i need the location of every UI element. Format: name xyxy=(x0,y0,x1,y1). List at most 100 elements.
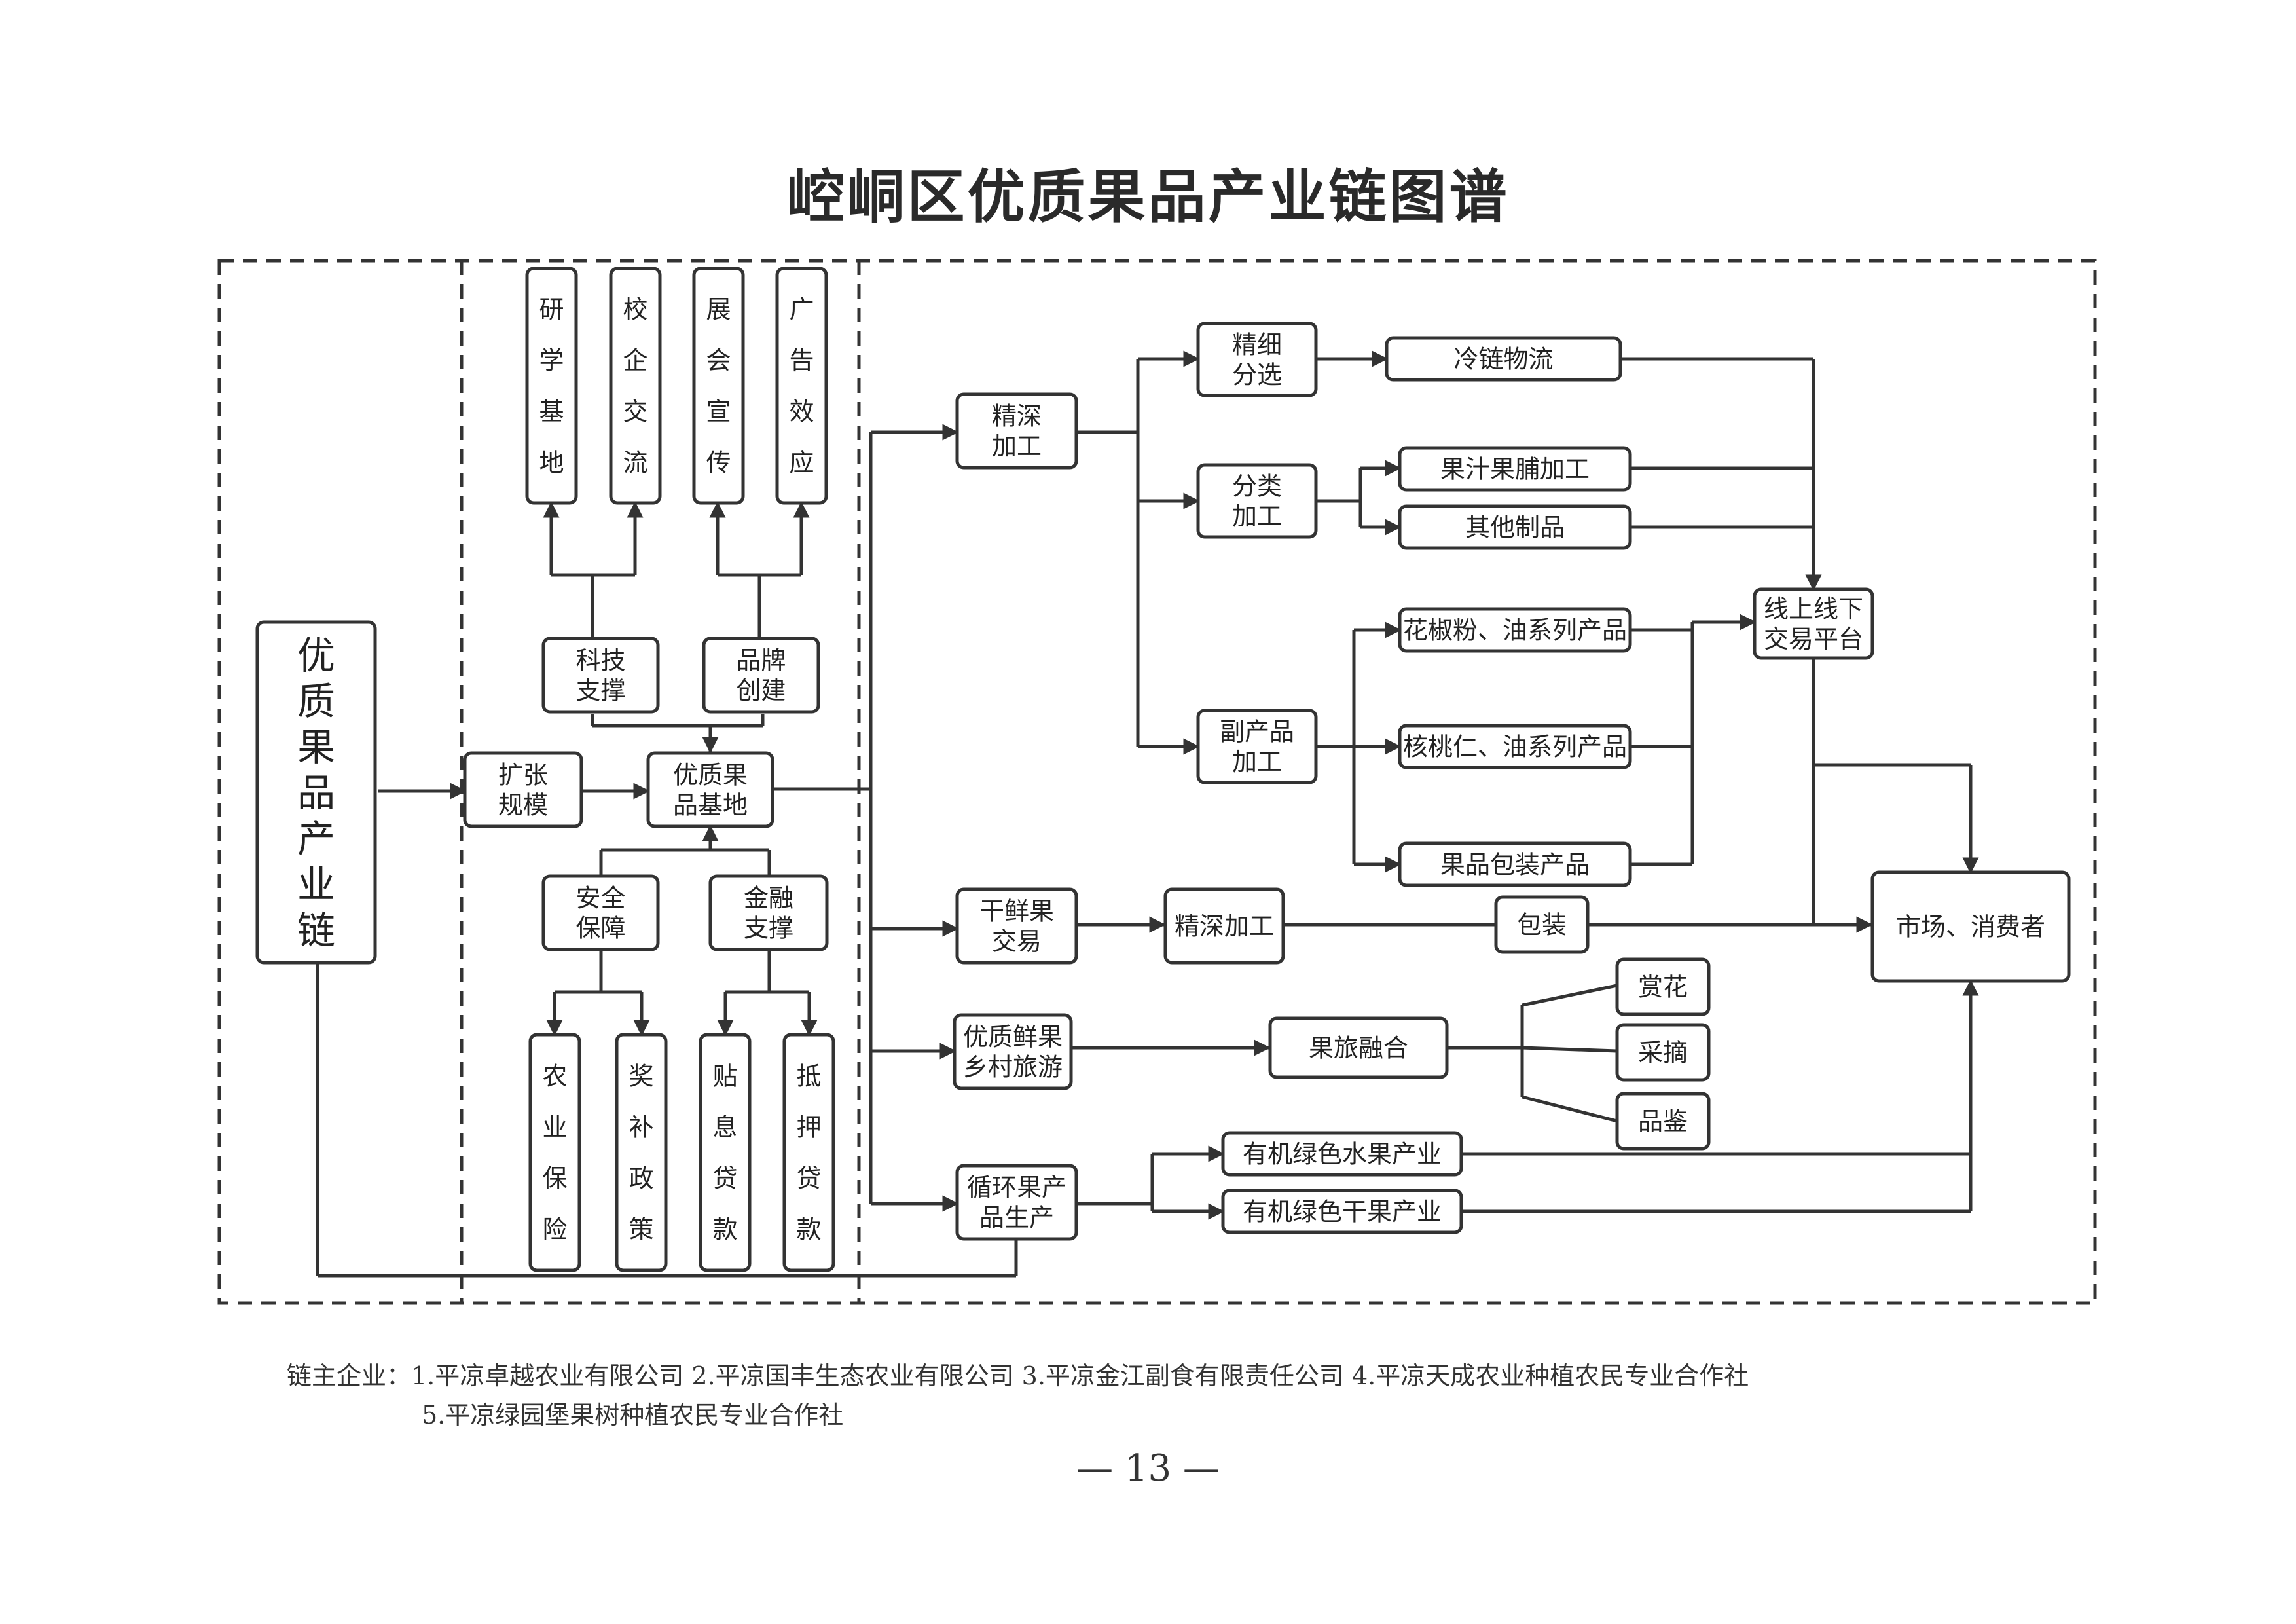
node-box xyxy=(525,267,578,505)
node-box xyxy=(1196,463,1318,539)
node-label: 冷链物流 xyxy=(1453,345,1553,374)
node-label: 核桃仁、油系列产品 xyxy=(1403,733,1627,762)
node-label: 线上线下交易平台 xyxy=(1764,595,1863,654)
node-label: 干鲜果交易 xyxy=(979,897,1054,956)
node-box xyxy=(541,637,660,714)
node-fine-sorting: 精细分选 xyxy=(1196,322,1318,397)
node-box xyxy=(953,1013,1073,1090)
node-label: 副产品加工 xyxy=(1220,718,1294,777)
node-school-enterprise: 校企交流 xyxy=(609,267,662,505)
node-label: 优质鲜果乡村旅游 xyxy=(963,1023,1063,1082)
node-fresh-trade: 干鲜果交易 xyxy=(955,887,1078,965)
node-label: 科技支撑 xyxy=(575,646,625,705)
node-label: 品牌创建 xyxy=(736,646,786,705)
node-quality-base: 优质果品基地 xyxy=(646,751,774,828)
edges xyxy=(316,350,1979,1278)
node-label: 有机绿色干果产业 xyxy=(1243,1198,1442,1227)
node-other-products: 其他制品 xyxy=(1398,504,1632,550)
node-organic-fresh: 有机绿色水果产业 xyxy=(1221,1131,1463,1177)
node-label: 抵押贷款 xyxy=(796,1062,821,1244)
node-box xyxy=(463,751,583,828)
node-box xyxy=(646,751,774,828)
node-exhibition: 展会宣传 xyxy=(692,267,745,505)
node-box xyxy=(1385,336,1622,382)
node-pepper-oil: 花椒粉、油系列产品 xyxy=(1398,607,1632,653)
node-label: 市场、消费者 xyxy=(1896,913,2045,942)
node-box xyxy=(615,1033,668,1272)
edge-to-picking xyxy=(1522,1046,1618,1053)
node-box xyxy=(1753,587,1874,660)
node-box xyxy=(1870,870,2071,983)
node-label: 果汁果脯加工 xyxy=(1440,455,1590,484)
node-label: 展会宣传 xyxy=(706,295,731,477)
node-label: 有机绿色水果产业 xyxy=(1243,1140,1442,1169)
node-root: 优质果品产业链 xyxy=(255,620,377,965)
edge-to-tasting xyxy=(1522,1095,1618,1123)
node-label: 安全保障 xyxy=(575,884,625,943)
node-label: 校企交流 xyxy=(623,295,647,477)
node-byproduct-processing: 副产品加工 xyxy=(1196,709,1318,784)
node-box xyxy=(775,267,828,505)
node-label: 优质果品基地 xyxy=(673,761,748,820)
node-box xyxy=(255,620,377,965)
node-label: 精细分选 xyxy=(1232,331,1282,390)
node-label: 精深加工 xyxy=(1175,912,1274,941)
region-frames xyxy=(217,259,2097,1305)
node-walnut-oil: 核桃仁、油系列产品 xyxy=(1398,724,1632,769)
node-expand-scale: 扩张规模 xyxy=(463,751,583,828)
node-label: 分类加工 xyxy=(1232,472,1282,531)
page-number: — 13 — xyxy=(1076,1447,1220,1490)
edge-to-flower xyxy=(1522,984,1618,1007)
node-online-offline: 线上线下交易平台 xyxy=(1753,587,1874,660)
node-label: 包装 xyxy=(1517,911,1567,940)
node-box xyxy=(955,887,1078,965)
node-finance-support: 金融支撑 xyxy=(708,874,829,951)
node-label: 奖补政策 xyxy=(629,1062,653,1244)
node-label: 农业保险 xyxy=(542,1062,567,1244)
node-box xyxy=(1196,709,1318,784)
node-box xyxy=(1615,1023,1711,1082)
node-rural-tourism: 优质鲜果乡村旅游 xyxy=(953,1013,1073,1090)
node-box xyxy=(609,267,662,505)
outer-dashed-frame xyxy=(217,259,2097,1305)
node-label: 循环果产品生产 xyxy=(967,1173,1066,1232)
node-tech-support: 科技支撑 xyxy=(541,637,660,714)
node-box xyxy=(702,637,820,714)
node-safety-guarantee: 安全保障 xyxy=(541,874,660,951)
node-label: 果旅融合 xyxy=(1309,1034,1408,1063)
node-research-base: 研学基地 xyxy=(525,267,578,505)
node-box xyxy=(1615,1092,1711,1151)
node-box xyxy=(541,874,660,951)
node-label: 扩张规模 xyxy=(498,761,548,820)
node-label: 花椒粉、油系列产品 xyxy=(1403,616,1627,645)
node-label: 赏花 xyxy=(1638,973,1688,1002)
node-juice-processing: 果汁果脯加工 xyxy=(1398,446,1632,492)
node-box xyxy=(1494,895,1590,954)
node-label: 贴息贷款 xyxy=(712,1062,737,1244)
node-box xyxy=(1163,887,1285,965)
node-box xyxy=(1196,322,1318,397)
node-agri-insurance: 农业保险 xyxy=(528,1033,581,1272)
node-cold-chain: 冷链物流 xyxy=(1385,336,1622,382)
node-fruit-packaging: 果品包装产品 xyxy=(1398,841,1632,887)
node-box xyxy=(1615,957,1711,1016)
node-tasting: 品鉴 xyxy=(1615,1092,1711,1151)
node-box xyxy=(1398,841,1632,887)
node-label: 其他制品 xyxy=(1465,513,1565,542)
node-market: 市场、消费者 xyxy=(1870,870,2071,983)
node-interest-loan: 贴息贷款 xyxy=(699,1033,752,1272)
node-picking: 采摘 xyxy=(1615,1023,1711,1082)
node-subsidy-policy: 奖补政策 xyxy=(615,1033,668,1272)
node-box xyxy=(692,267,745,505)
node-label: 广告效应 xyxy=(789,295,814,477)
node-box xyxy=(955,392,1078,470)
node-box xyxy=(782,1033,835,1272)
node-advertising: 广告效应 xyxy=(775,267,828,505)
node-label: 研学基地 xyxy=(539,295,564,477)
node-box xyxy=(1398,724,1632,769)
node-deep-processing: 精深加工 xyxy=(955,392,1078,470)
node-box xyxy=(528,1033,581,1272)
node-box xyxy=(1398,446,1632,492)
